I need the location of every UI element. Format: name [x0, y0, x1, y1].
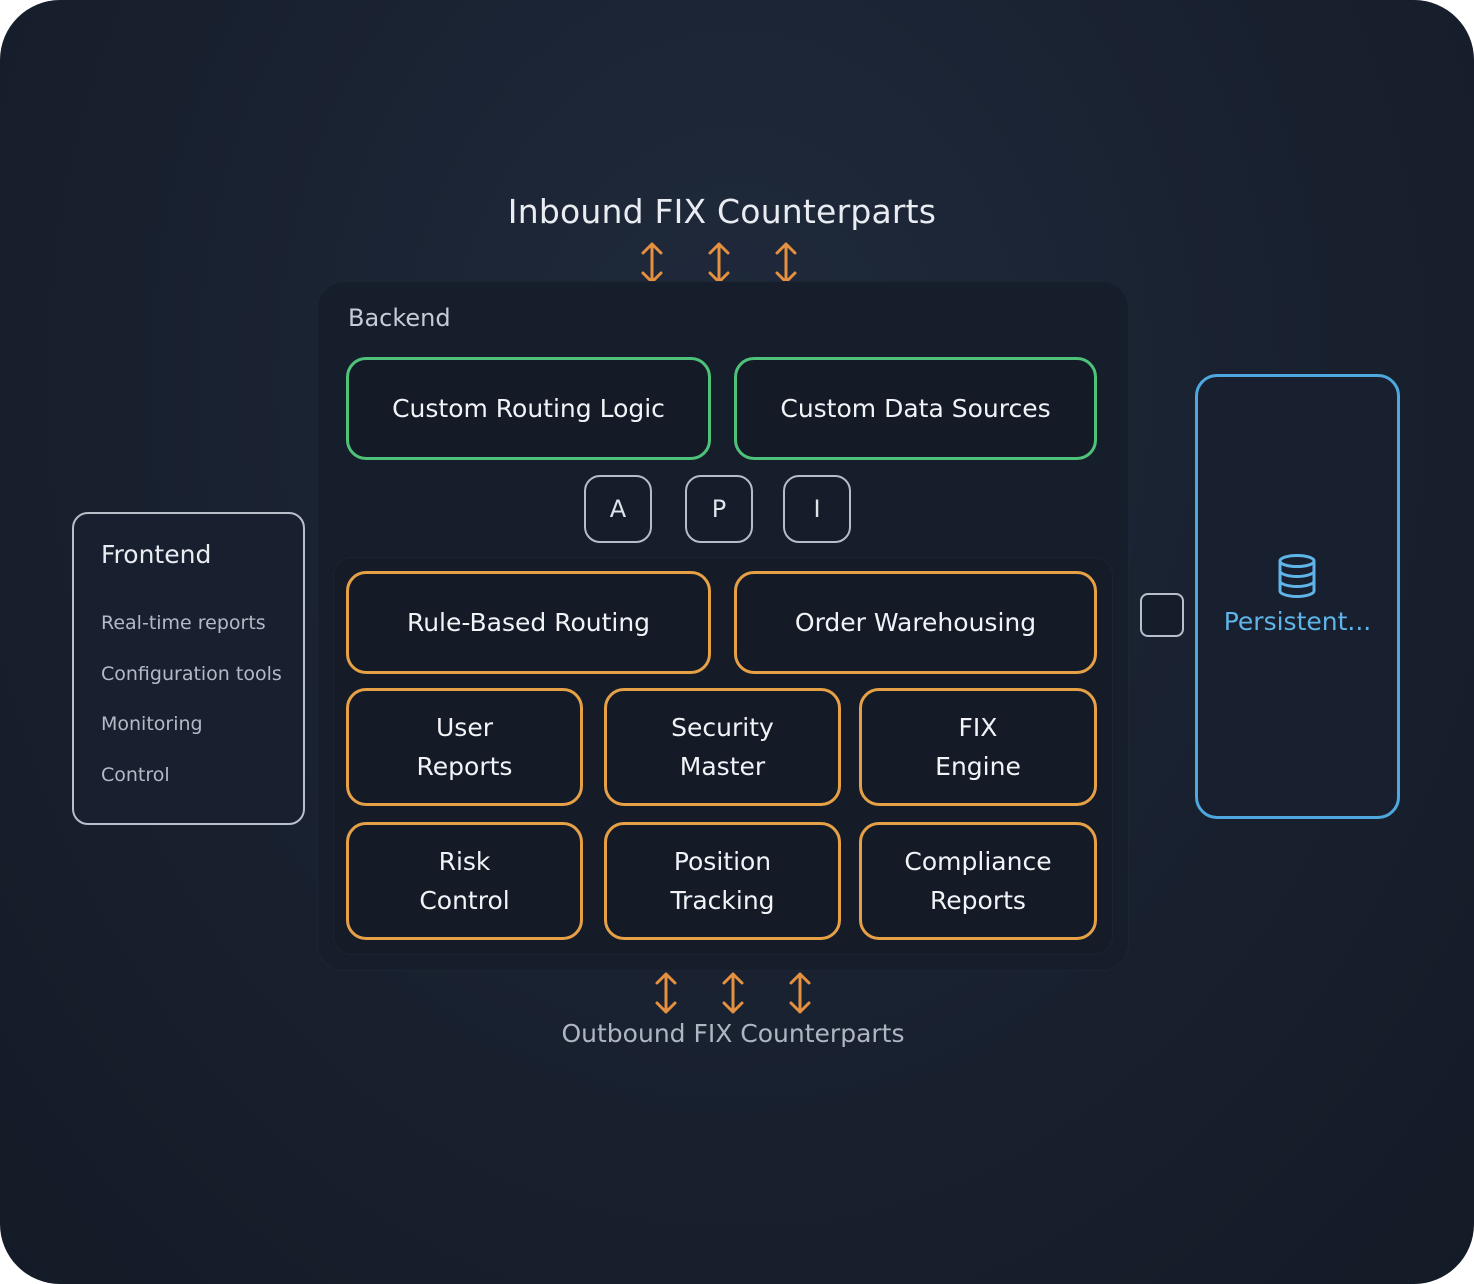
- api-key-i-label: I: [813, 495, 821, 523]
- module-label-line: Engine: [935, 752, 1021, 781]
- bidirectional-arrow-icon: [652, 971, 680, 1015]
- order-warehousing-label: Order Warehousing: [794, 608, 1037, 637]
- backend-label: Backend: [348, 304, 451, 332]
- custom-routing-logic-box: Custom Routing Logic: [346, 357, 711, 460]
- api-key-a-label: A: [609, 495, 627, 523]
- custom-data-sources-label: Custom Data Sources: [780, 394, 1051, 423]
- fix-engine-box: FIX Engine: [859, 688, 1097, 806]
- module-label-line: User: [436, 713, 493, 742]
- module-label-line: Reports: [930, 886, 1026, 915]
- rule-based-routing-label: Rule-Based Routing: [406, 608, 651, 637]
- rule-based-routing-box: Rule-Based Routing: [346, 571, 711, 674]
- bidirectional-arrow-icon: [719, 971, 747, 1015]
- frontend-panel: Frontend Real-time reports Configuration…: [72, 512, 305, 825]
- api-key-p-label: P: [711, 495, 727, 523]
- module-label-line: Compliance: [904, 847, 1052, 876]
- connector-node: [1140, 593, 1184, 637]
- module-label-line: Position: [673, 847, 772, 876]
- inbound-title: Inbound FIX Counterparts: [507, 192, 937, 231]
- api-key-i: I: [783, 475, 851, 543]
- backend-container: Backend Custom Routing Logic Custom Data…: [318, 282, 1128, 970]
- module-label-line: Tracking: [670, 886, 775, 915]
- persistent-storage-label: Persistent...: [1223, 607, 1372, 636]
- frontend-item-monitoring: Monitoring: [101, 713, 203, 735]
- module-label-line: Control: [419, 886, 510, 915]
- module-label-line: FIX: [958, 713, 998, 742]
- module-label-line: Master: [679, 752, 766, 781]
- bidirectional-arrow-icon: [786, 971, 814, 1015]
- frontend-item-control: Control: [101, 764, 170, 786]
- order-warehousing-box: Order Warehousing: [734, 571, 1097, 674]
- module-label-line: Security: [671, 713, 774, 742]
- outbound-title: Outbound FIX Counterparts: [561, 1019, 905, 1048]
- database-icon: [1276, 553, 1318, 599]
- custom-routing-logic-label: Custom Routing Logic: [392, 394, 665, 423]
- persistent-storage-panel: Persistent...: [1195, 374, 1400, 819]
- bidirectional-arrow-icon: [638, 241, 666, 285]
- frontend-item-configuration-tools: Configuration tools: [101, 663, 282, 685]
- api-key-a: A: [584, 475, 652, 543]
- module-label-line: Risk: [438, 847, 491, 876]
- inbound-arrows: [638, 241, 839, 285]
- outbound-arrows: [652, 971, 853, 1015]
- bidirectional-arrow-icon: [772, 241, 800, 285]
- api-key-p: P: [685, 475, 753, 543]
- frontend-item-realtime-reports: Real-time reports: [101, 612, 266, 634]
- module-label-line: Reports: [416, 752, 513, 781]
- frontend-title: Frontend: [101, 540, 212, 569]
- bidirectional-arrow-icon: [705, 241, 733, 285]
- custom-data-sources-box: Custom Data Sources: [734, 357, 1097, 460]
